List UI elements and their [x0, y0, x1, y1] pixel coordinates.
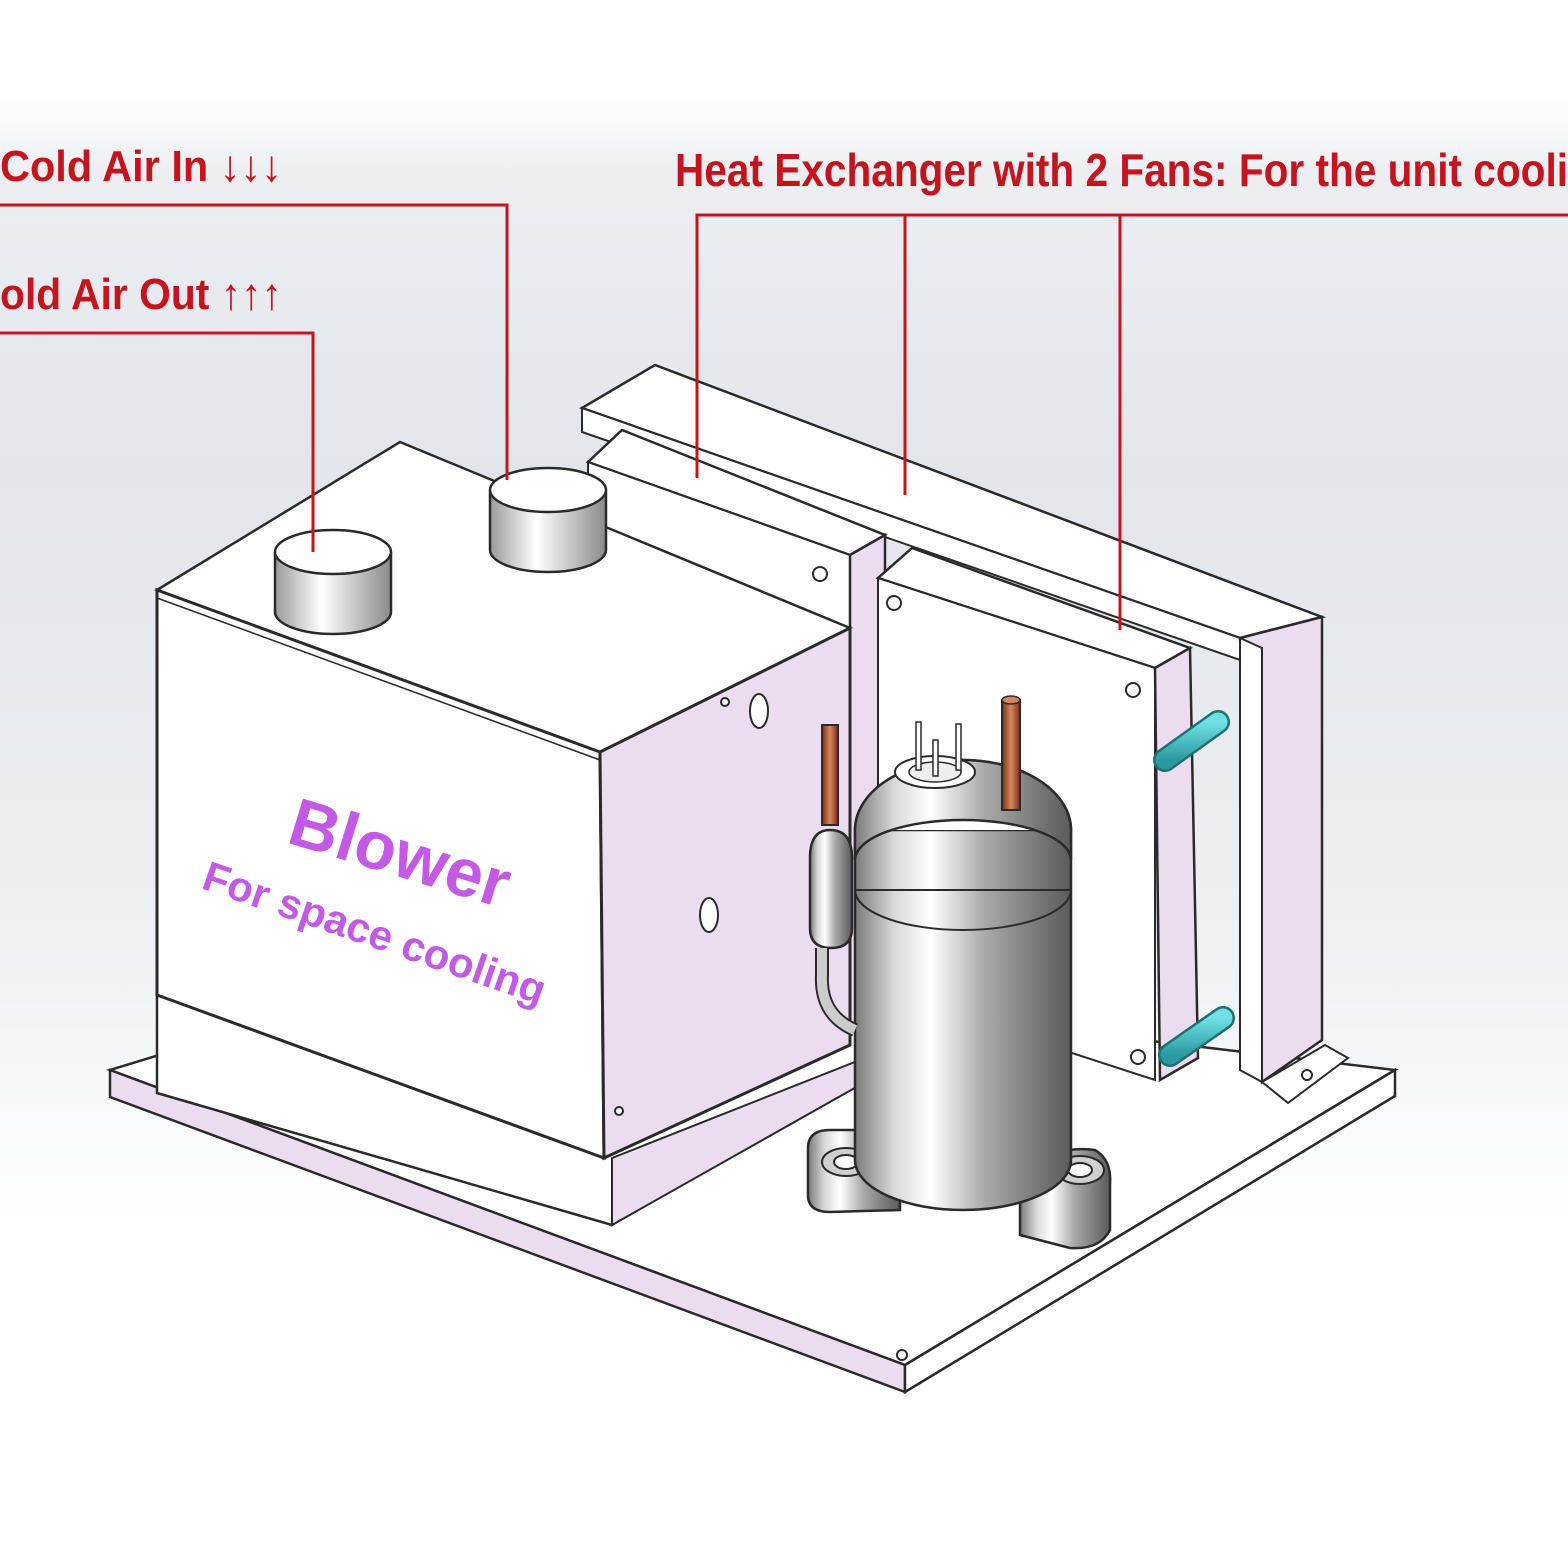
cold-air-in-leader: [0, 203, 509, 480]
coolant-pipe-bottom: [1158, 1006, 1235, 1067]
cold-air-out-label: old Air Out ↑↑↑: [0, 270, 282, 319]
cold-air-out-collar: [273, 528, 393, 636]
cold-air-in-collar: [488, 466, 608, 574]
heat-exchanger-leader: [695, 213, 1568, 630]
accumulator: [808, 724, 859, 1037]
compressor: [806, 695, 1112, 1250]
cold-air-out-leader: [0, 331, 315, 552]
blower-box: [154, 440, 862, 1227]
rear-heat-exchanger: [579, 363, 1350, 1105]
coolant-pipe-top: [1153, 710, 1230, 772]
heat-exchanger-label: Heat Exchanger with 2 Fans: For the unit…: [675, 144, 1568, 196]
cold-air-in-label: Cold Air In ↓↓↓: [0, 142, 282, 191]
